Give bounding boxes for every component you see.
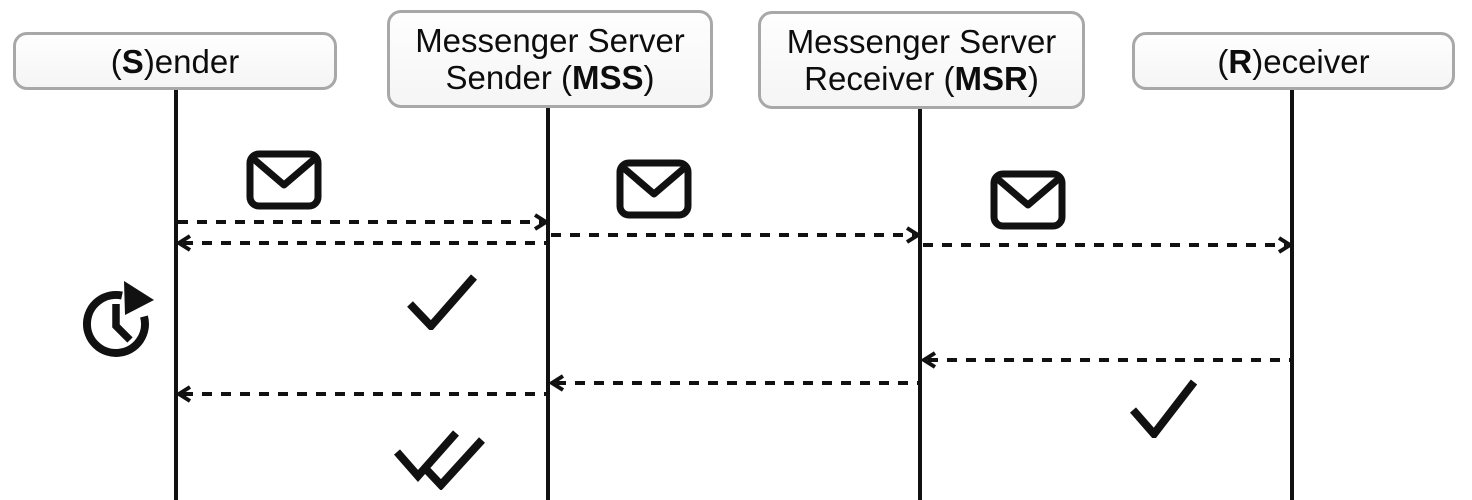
arrow-mss-to-sender-sent-ack [177,233,546,253]
actor-msr: Messenger Server Receiver (MSR) [758,11,1085,109]
dashed-line [556,381,919,385]
arrow-msr-to-receiver [923,235,1292,255]
arrowhead-left-icon [922,351,937,369]
single-check-icon [407,274,478,330]
lifeline-mss [546,108,550,500]
lifeline-sender [174,90,178,500]
actor-mss-label-line2: Sender (MSS) [445,59,655,96]
actor-receiver-label: (R)eceiver [1217,42,1370,80]
dashed-line [178,220,542,224]
actor-receiver: (R)eceiver [1132,32,1455,90]
actor-msr-label-line2: Receiver (MSR) [804,60,1039,97]
envelope-icon [990,170,1066,230]
double-check-icon [394,430,485,490]
dashed-line [183,392,546,396]
actor-sender: (S)ender [13,32,337,90]
arrowhead-right-icon [533,213,548,231]
lifeline-msr [918,109,922,500]
lifeline-receiver [1290,90,1294,500]
arrowhead-right-icon [1277,236,1292,254]
arrow-sender-to-mss [178,212,548,232]
actor-mss-label-line1: Messenger Server [415,22,685,59]
arrowhead-right-icon [905,226,920,244]
actor-sender-label: (S)ender [110,42,240,80]
arrowhead-left-icon [550,374,565,392]
dashed-line [183,241,546,245]
envelope-icon [246,150,322,210]
actor-msr-label-line1: Messenger Server [786,23,1057,60]
dashed-line [551,233,914,237]
arrow-receiver-to-msr-ack [922,350,1291,370]
arrowhead-left-icon [177,234,192,252]
actor-mss: Messenger Server Sender (MSS) [387,10,713,108]
arrow-msr-to-mss-ack [550,373,919,393]
single-check-icon [1129,379,1198,438]
arrowhead-left-icon [177,385,192,403]
envelope-icon [616,159,692,219]
clock-pending-icon [83,281,154,357]
dashed-line [923,243,1286,247]
arrow-mss-to-sender-delivered-ack [177,384,546,404]
dashed-line [928,358,1291,362]
arrow-mss-to-msr [551,225,920,245]
